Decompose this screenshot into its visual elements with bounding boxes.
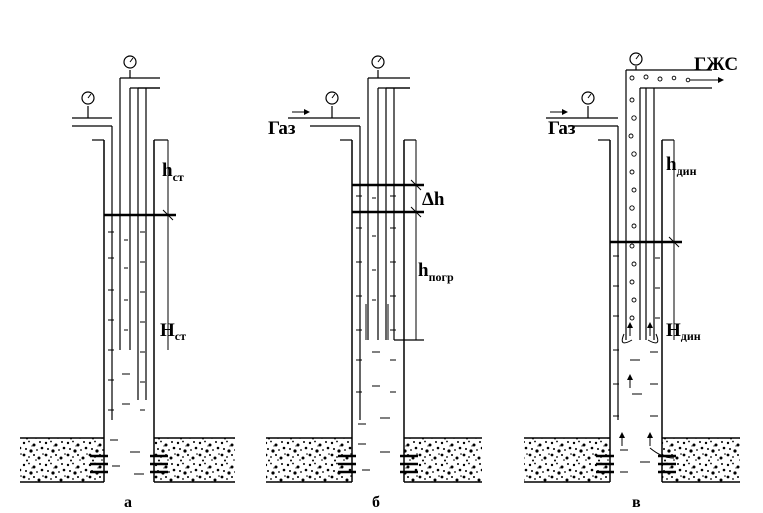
casing-bore [610, 438, 662, 482]
dimension-line [162, 140, 174, 350]
h-dynamic-label: hдин [666, 154, 697, 178]
perforations [338, 454, 418, 474]
pressure-gauge-icon [123, 55, 137, 69]
gas-inlet-label: Газ [548, 118, 576, 139]
pressure-gauge-icon [581, 91, 595, 105]
perforations [90, 454, 168, 474]
delta-h-label: Δh [422, 189, 445, 210]
gas-bubbles [628, 74, 691, 321]
liquid-marks [613, 255, 660, 473]
panel-caption-b: б [372, 494, 380, 511]
liquid-marks [356, 195, 396, 471]
panel-b: Газ [266, 55, 482, 511]
perforations [596, 454, 676, 474]
H-static-label: Hст [160, 320, 186, 343]
pressure-gauge-icon [81, 91, 95, 105]
panel-c: Газ ГЖС [524, 52, 740, 511]
pressure-gauge-icon [371, 55, 385, 69]
panel-caption-a: а [124, 494, 132, 511]
h-immersion-label: hпогр [418, 260, 454, 284]
gls-outlet-label: ГЖС [694, 54, 738, 75]
dimension-line [410, 140, 422, 340]
pressure-gauge-icon [629, 52, 643, 66]
dimension-line [668, 140, 680, 340]
panel-caption-c: в [632, 494, 641, 511]
casing-bore [104, 438, 154, 482]
casing-bore [352, 438, 404, 482]
panel-a: hст Hст а [20, 55, 235, 511]
flow-arrows [619, 322, 675, 459]
pressure-gauge-icon [325, 91, 339, 105]
liquid-marks [108, 231, 145, 475]
H-dynamic-label: Hдин [666, 320, 701, 343]
gas-inlet-label: Газ [268, 118, 296, 139]
h-static-label: hст [162, 160, 184, 184]
